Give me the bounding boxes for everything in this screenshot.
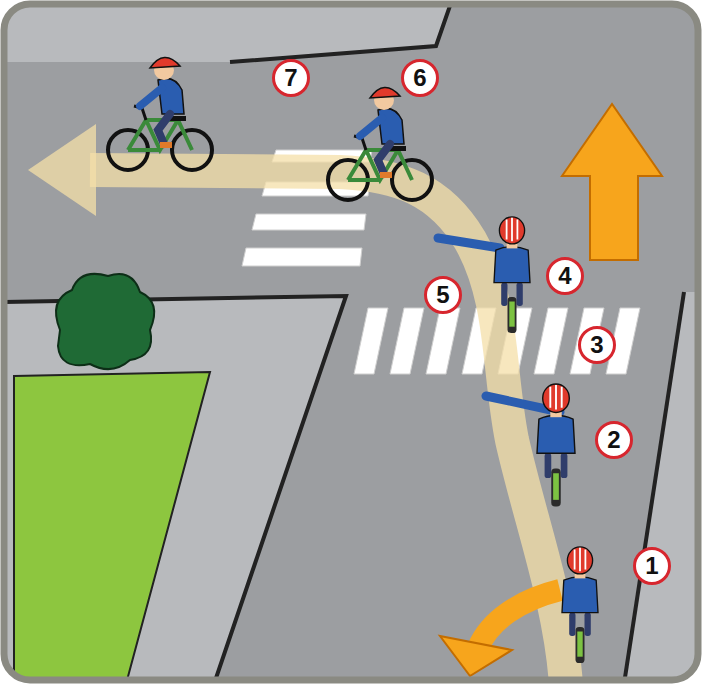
callout-circle: 5 bbox=[424, 276, 462, 314]
callout-number: 3 bbox=[590, 333, 603, 357]
callout-circle: 3 bbox=[578, 326, 616, 364]
callout-circle: 6 bbox=[401, 59, 439, 97]
callout-number: 5 bbox=[436, 283, 449, 307]
callout-circle: 1 bbox=[633, 547, 671, 585]
callout-circle: 7 bbox=[272, 59, 310, 97]
callout-number: 1 bbox=[645, 554, 658, 578]
callout-number: 7 bbox=[284, 66, 297, 90]
callout-number: 6 bbox=[413, 66, 426, 90]
callout-circle: 4 bbox=[546, 257, 584, 295]
callout-number: 2 bbox=[607, 428, 620, 452]
callout-number: 4 bbox=[558, 264, 571, 288]
callout-circle: 2 bbox=[595, 421, 633, 459]
